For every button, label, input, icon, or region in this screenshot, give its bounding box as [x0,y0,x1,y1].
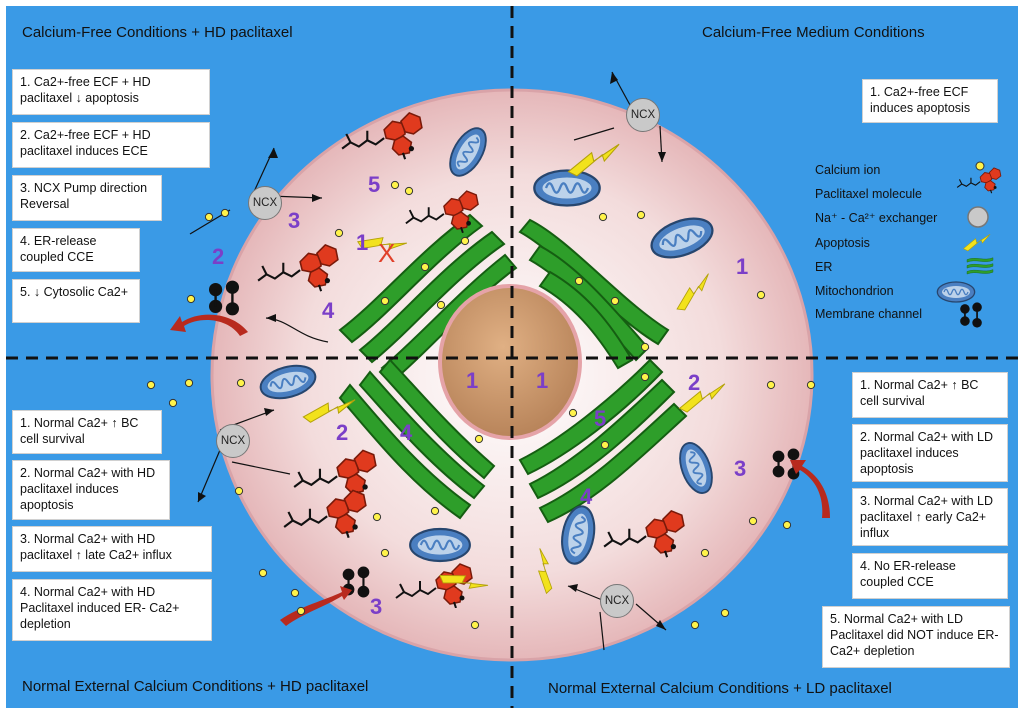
influx-arrow [280,586,352,626]
marker-4: 4 [580,484,593,509]
legend-paclitaxel: Paclitaxel molecule [815,187,922,201]
note-top-left-1: 1. Ca2+-free ECF + HD paclitaxel ↓ apopt… [12,69,210,115]
title-top-right: Calcium-Free Medium Conditions [702,24,925,41]
marker-4: 4 [322,298,335,323]
er-top-left [338,213,518,382]
note-bottom-left-2: 2. Normal Ca2+ with HD paclitaxel induce… [12,460,170,520]
er-bottom-right [518,358,688,524]
influx-arrow [790,460,830,518]
legend-er-icon [966,257,994,275]
ncx-exchanger-bottom-left: NCX [216,424,250,458]
note-bottom-right-2: 2. Normal Ca2+ with LD paclitaxel induce… [852,424,1008,482]
marker-3: 3 [370,594,383,619]
note-bottom-left-3: 3. Normal Ca2+ with HD paclitaxel ↑ late… [12,526,212,572]
note-bottom-left-1: 1. Normal Ca2+ ↑ BC cell survival [12,410,162,454]
er-top-right [518,218,670,370]
legend-membrane-channel: Membrane channel [815,307,923,321]
legend-er: ER [815,260,833,274]
legend-exchanger-icon [967,206,989,228]
legend-lightning-icon [963,233,991,252]
legend-calcium-ion-icon [975,161,985,171]
note-top-left-2: 2. Ca2+-free ECF + HD paclitaxel induces… [12,122,210,168]
note-top-left-4: 4. ER-release coupled CCE [12,228,140,272]
marker-5: 5 [594,406,607,431]
marker-4: 4 [400,420,413,445]
ncx-exchanger-top-right: NCX [626,98,660,132]
marker-1: 1 [466,368,479,393]
marker-2: 2 [212,244,225,269]
marker-1: 1 [356,230,369,255]
arrowheads [198,72,666,630]
blocked-x-marker: X [378,238,395,268]
note-bottom-left-4: 4. Normal Ca2+ with HD Paclitaxel induce… [12,579,212,641]
legend-calcium-ion: Calcium ion [815,163,881,177]
legend-channel-icon [959,302,983,328]
marker-2: 2 [336,420,349,445]
legend-mitochondrion-icon [936,281,976,303]
note-bottom-right-3: 3. Normal Ca2+ with LD paclitaxel ↑ earl… [852,488,1008,546]
title-bottom-left: Normal External Calcium Conditions + HD … [22,678,369,695]
legend-exchanger: Na⁺ - Ca²⁺ exchanger [815,211,938,225]
marker-2: 2 [688,370,701,395]
marker-3: 3 [734,456,747,481]
ncx-exchanger-bottom-right: NCX [600,584,634,618]
nucleus [438,284,582,440]
mitochondrion-icon [533,169,601,207]
marker-1: 1 [536,368,549,393]
note-bottom-right-5: 5. Normal Ca2+ with LD Paclitaxel did NO… [822,606,1010,668]
er-bottom-left [338,358,496,520]
title-top-left: Calcium-Free Conditions + HD paclitaxel [22,24,293,41]
note-top-left-5: 5. ↓ Cytosolic Ca2+ [12,279,140,323]
note-top-right-1: 1. Ca2+-free ECF induces apoptosis [862,79,998,123]
legend-apoptosis: Apoptosis [815,236,870,250]
note-bottom-right-4: 4. No ER-release coupled CCE [852,553,1008,599]
ncx-exchanger-top-left: NCX [248,186,282,220]
efflux-arrow [170,314,248,336]
marker-3: 3 [288,208,301,233]
marker-5: 5 [368,172,381,197]
title-bottom-right: Normal External Calcium Conditions + LD … [548,680,892,697]
legend-mitochondrion: Mitochondrion [815,284,894,298]
note-bottom-right-1: 1. Normal Ca2+ ↑ BC cell survival [852,372,1008,418]
legend-paclitaxel-icon [956,167,1002,194]
marker-1: 1 [736,254,749,279]
note-top-left-3: 3. NCX Pump direction Reversal [12,175,162,221]
mitochondrion-icon [409,527,471,563]
